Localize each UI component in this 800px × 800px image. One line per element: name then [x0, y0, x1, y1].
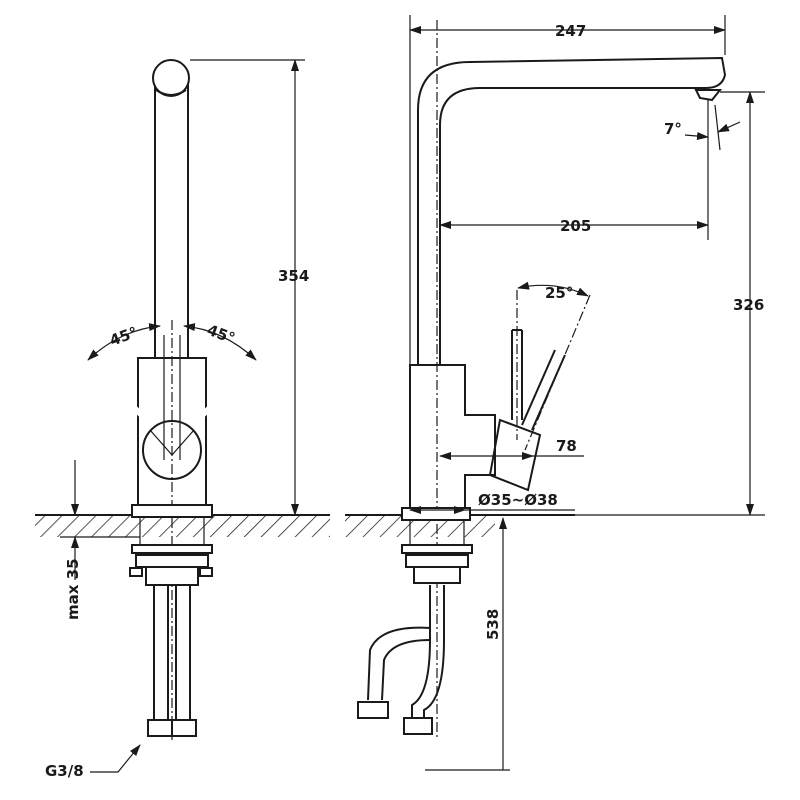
- spout-angle-label: 7°: [664, 120, 682, 138]
- hose-right: [175, 584, 191, 721]
- hose-side-1: [411, 585, 431, 720]
- side-view: 247 205 7° 326 25° 78 Ø35~Ø38 538: [345, 15, 765, 771]
- front-view: 354 45° 45° max 35 G3/8: [35, 59, 330, 780]
- hole-diameter-label: Ø35~Ø38: [478, 491, 558, 509]
- lever-angle-label: 25°: [545, 284, 573, 302]
- thread-label: G3/8: [45, 762, 84, 780]
- spout-side: [417, 56, 727, 365]
- dim-538-label: 538: [484, 609, 502, 640]
- max-thickness-label: max 35: [64, 558, 82, 620]
- dim-78-label: 78: [556, 437, 577, 455]
- angle-right-label: 45°: [205, 321, 238, 348]
- angle-left-label: 45°: [107, 323, 140, 350]
- body-side: [409, 364, 496, 511]
- dim-354-label: 354: [278, 267, 309, 285]
- dim-326-label: 326: [733, 296, 764, 314]
- dim-205-label: 205: [560, 217, 591, 235]
- hose-left: [153, 584, 169, 721]
- lever-hub-side: [488, 418, 542, 492]
- dim-247-label: 247: [555, 22, 586, 40]
- countertop-hatch: [35, 515, 330, 537]
